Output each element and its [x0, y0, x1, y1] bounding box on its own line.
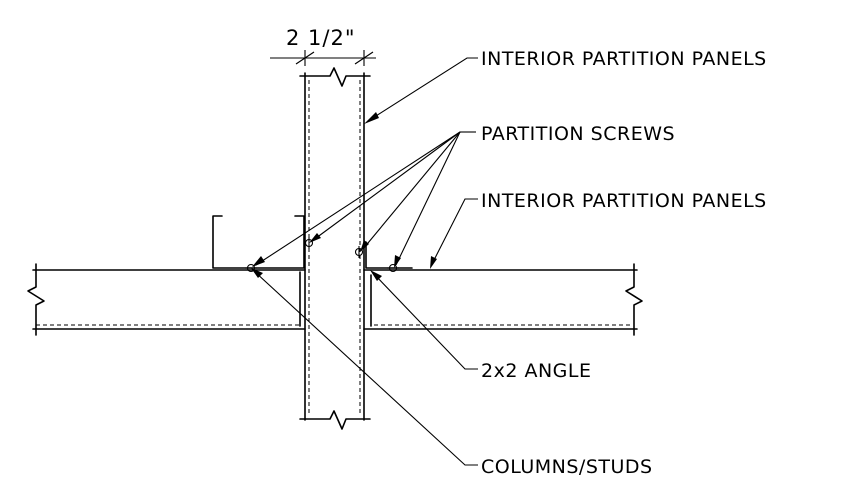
- screw-right-vertical: [354, 246, 364, 258]
- labels: INTERIOR PARTITION PANELS PARTITION SCRE…: [481, 48, 767, 478]
- dimension-text: 2 1/2": [286, 26, 356, 50]
- arrowhead-screw-4: [394, 255, 401, 268]
- arrowhead-interior-panels-mid: [430, 256, 437, 269]
- leader-screw-1: [255, 131, 461, 266]
- right-horizontal-panel: [363, 263, 643, 336]
- label-partition-screws: PARTITION SCREWS: [481, 123, 675, 145]
- arrowhead-screw-3: [360, 240, 369, 252]
- leader-columns: [253, 270, 478, 466]
- dimension-group: 2 1/2": [270, 26, 376, 66]
- leader-angle: [373, 273, 478, 370]
- label-interior-panels-top: INTERIOR PARTITION PANELS: [481, 48, 767, 70]
- screw-right-horizontal: [387, 263, 399, 273]
- label-interior-panels-mid: INTERIOR PARTITION PANELS: [481, 190, 767, 212]
- arrowhead-screw-2: [309, 233, 321, 243]
- leaders: [251, 57, 478, 466]
- dimension-slash-left: [295, 51, 315, 65]
- break-line-bottom: [299, 410, 371, 430]
- leader-interior-panels-mid: [431, 198, 478, 265]
- arrowhead-angle: [370, 270, 382, 281]
- break-line-left: [27, 263, 45, 336]
- stud-channel: [212, 215, 305, 269]
- leader-screw-2: [311, 131, 461, 242]
- break-line-top: [299, 67, 371, 87]
- stud-channel-outline: [212, 215, 305, 269]
- label-2x2-angle: 2x2 ANGLE: [481, 360, 591, 382]
- arrowhead-columns: [251, 268, 263, 278]
- arrowhead-screw-1: [252, 256, 265, 267]
- leader-interior-panels-top: [367, 57, 478, 122]
- arrowhead-interior-panels-top: [364, 112, 379, 124]
- label-columns-studs: COLUMNS/STUDS: [481, 456, 653, 478]
- left-horizontal-panel: [27, 263, 306, 336]
- break-line-right: [625, 263, 643, 336]
- screws: [245, 237, 399, 273]
- leader-screw-3: [362, 131, 461, 250]
- leader-screw-4: [395, 131, 461, 266]
- dimension-slash-right: [354, 51, 374, 65]
